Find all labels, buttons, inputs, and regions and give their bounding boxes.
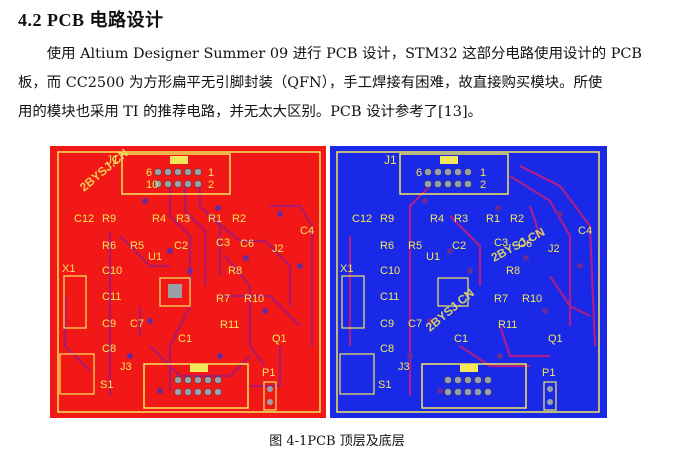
svg-text:C7: C7 [130,318,144,330]
bottom-silkscreen-labels: C12 R9 R4 R3 R1 R2 R6 R5 C2 C3 C6 J2 C4 … [340,213,592,391]
svg-text:J3: J3 [398,361,410,373]
j3-pads-bottom [444,376,492,396]
svg-text:2: 2 [480,179,486,191]
svg-text:1: 1 [480,167,486,179]
svg-text:R11: R11 [220,319,239,331]
s1-outline-bottom [339,353,375,395]
svg-text:R2: R2 [232,213,246,225]
svg-text:C8: C8 [380,343,394,355]
svg-text:C4: C4 [300,225,314,237]
svg-text:P1: P1 [262,367,275,379]
svg-text:C11: C11 [380,291,399,303]
top-vias [127,198,303,394]
svg-text:R6: R6 [102,240,116,252]
svg-text:R4: R4 [430,213,444,225]
svg-text:R1: R1 [208,213,222,225]
svg-text:R7: R7 [216,293,230,305]
top-traces [63,186,314,396]
u1-outline-top [159,277,191,307]
svg-text:Q1: Q1 [272,333,287,345]
svg-text:C1: C1 [454,333,468,345]
j3-pads-top [174,376,222,396]
svg-text:U1: U1 [426,251,440,263]
top-silkscreen-labels: C12 R9 R4 R3 R1 R2 R6 R5 C2 C3 C6 J2 C4 … [62,213,314,391]
svg-text:R6: R6 [380,240,394,252]
svg-text:C6: C6 [240,238,254,250]
svg-text:C12: C12 [352,213,372,225]
section-heading: 4.2 PCB 电路设计 [18,10,164,30]
p1-outline-bottom [543,381,557,411]
svg-text:R3: R3 [176,213,190,225]
svg-text:R10: R10 [244,293,264,305]
pcb-figure: J1 6 10 1 2 C12 R9 R4 R3 R1 R2 R6 R5 [50,146,607,418]
svg-text:R1: R1 [486,213,500,225]
svg-text:6: 6 [416,167,422,179]
label-j1-bottom: J1 [384,153,397,167]
svg-text:6: 6 [146,167,152,179]
paragraph-line-1: 使用 Altium Designer Summer 09 进行 PCB 设计，S… [18,46,642,62]
s1-outline-top [59,353,95,395]
svg-text:S1: S1 [100,379,113,391]
svg-text:C8: C8 [102,343,116,355]
svg-text:X1: X1 [340,263,353,275]
svg-text:C2: C2 [452,240,466,252]
x1-outline-bottom [341,275,365,329]
bottom-board-outline [336,151,600,413]
svg-text:R10: R10 [522,293,542,305]
label-j1-top: J1 [106,153,119,167]
svg-text:C1: C1 [178,333,192,345]
svg-text:R11: R11 [498,319,517,331]
svg-text:Q1: Q1 [548,333,563,345]
pcb-image: J1 6 10 1 2 C12 R9 R4 R3 R1 R2 R6 R5 [50,146,607,418]
bottom-traces [348,165,597,396]
svg-text:R4: R4 [152,213,166,225]
svg-text:J2: J2 [272,243,284,255]
u1-outline-bottom [437,277,469,307]
svg-text:C2: C2 [174,240,188,252]
paragraph-line-2: 板，而 CC2500 为方形扁平无引脚封装（QFN），手工焊接有困难，故直接购买… [18,75,603,91]
svg-text:C3: C3 [494,237,508,249]
j1-pads-top [154,168,202,188]
svg-text:C11: C11 [102,291,121,303]
svg-text:R9: R9 [102,213,116,225]
svg-text:R2: R2 [510,213,524,225]
svg-text:C10: C10 [102,265,122,277]
svg-text:S1: S1 [378,379,391,391]
j1-pads-bottom [424,168,472,188]
svg-text:C6: C6 [518,238,532,250]
svg-text:J3: J3 [120,361,132,373]
svg-text:C9: C9 [380,318,394,330]
top-board-outline [57,151,321,413]
svg-text:C4: C4 [578,225,592,237]
bottom-vias [407,198,583,394]
svg-text:C12: C12 [74,213,94,225]
svg-text:R5: R5 [130,240,144,252]
body-paragraph: 使用 Altium Designer Summer 09 进行 PCB 设计，S… [18,40,658,127]
svg-text:J2: J2 [548,243,560,255]
j1-outline-bottom [399,153,509,195]
svg-text:U1: U1 [148,251,162,263]
x1-outline-top [63,275,87,329]
svg-text:10: 10 [146,179,158,191]
svg-text:C3: C3 [216,237,230,249]
paragraph-line-3: 用的模块也采用 TI 的推荐电路，并无太大区别。PCB 设计参考了[13]。 [18,104,482,120]
svg-text:R5: R5 [408,240,422,252]
svg-text:X1: X1 [62,263,75,275]
svg-text:R8: R8 [228,265,242,277]
svg-text:1: 1 [208,167,214,179]
figure-caption: 图 4-1PCB 顶层及底层 [269,434,405,449]
svg-text:R3: R3 [454,213,468,225]
svg-text:C10: C10 [380,265,400,277]
j1-outline-top [121,153,231,195]
svg-text:C7: C7 [408,318,422,330]
svg-text:R7: R7 [494,293,508,305]
svg-text:P1: P1 [542,367,555,379]
p1-outline-top [263,381,277,411]
svg-text:2: 2 [208,179,214,191]
svg-text:R8: R8 [506,265,520,277]
svg-text:C9: C9 [102,318,116,330]
svg-text:R9: R9 [380,213,394,225]
